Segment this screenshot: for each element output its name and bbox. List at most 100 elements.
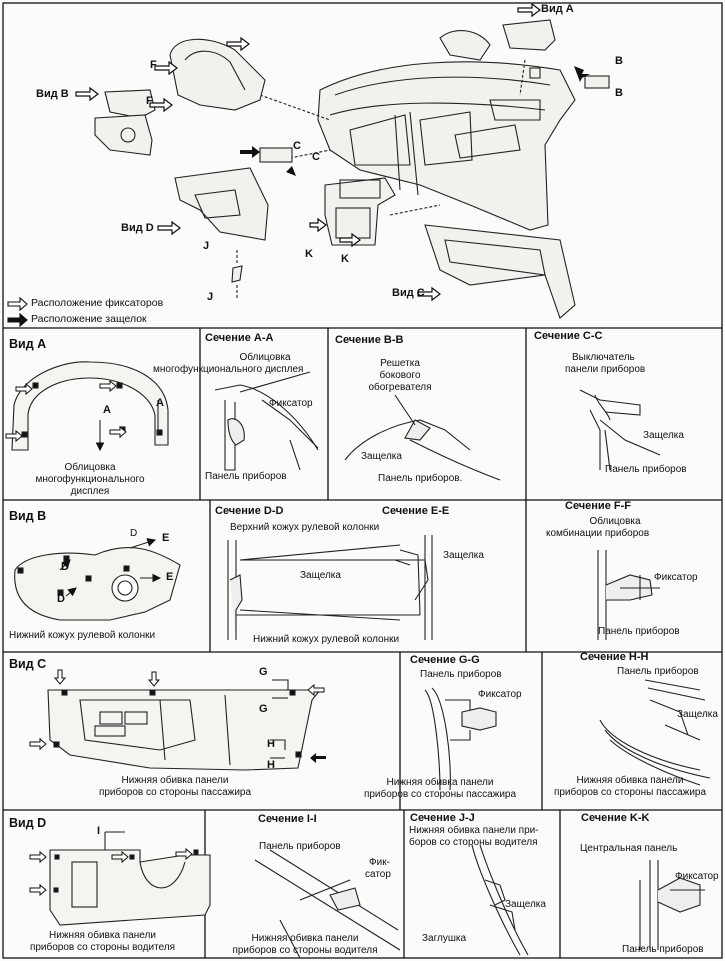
section-gg-trim-line2: приборов со стороны пассажира [363,789,517,800]
section-d-marker: D [57,593,65,605]
section-cc-drawing [579,389,661,471]
section-d-marker: D [61,561,69,573]
latch-arrows-black [240,66,590,176]
view-a-label-line1: Облицовка [64,462,116,473]
section-jj-latch-label: Защелка [505,899,546,910]
view-d-arrows [29,847,193,897]
section-dd-ee-drawing [227,535,433,640]
section-a-marker: A [103,404,111,416]
section-aa-clip-label: Фиксатор [269,398,313,409]
section-h-marker: H [267,759,275,771]
section-b-marker: B [615,87,623,99]
section-jj-plug-label: Заглушка [422,933,467,944]
legend-clips: Расположение фиксаторов [31,297,164,309]
section-dd-upper-label: Верхний кожух рулевой колонки [230,522,380,533]
section-jj-trim-line2: боров со стороны водителя [409,837,538,848]
section-a-marker: A [156,397,164,409]
section-hh-latch-label: Защелка [677,709,718,720]
section-hh-title: Сечение H-H [580,651,649,663]
view-a-title: Вид A [9,337,47,351]
section-k-marker: K [341,253,349,265]
section-bb-grille-line1: Решетка [380,358,420,369]
section-ff-drawing [597,550,660,640]
section-e-marker: E [166,571,174,583]
section-hh-trim-line2: приборов со стороны пассажира [553,787,707,798]
dashboard-exploded-drawing [94,19,610,319]
view-a-callout: Вид A [541,3,574,15]
section-k-marker: K [305,248,313,260]
view-b-title: Вид B [9,509,47,523]
view-arrows [75,2,541,302]
section-dd-lower-label: Нижний кожух рулевой колонки [253,634,400,645]
legend-symbols [7,296,28,328]
section-bb-grille-line3: обогревателя [368,382,432,393]
section-ii-drawing [254,849,401,959]
section-ii-panel-label: Панель приборов [259,841,341,852]
section-kk-center-label: Центральная панель [580,843,678,854]
view-d-trim-line1: Нижняя обивка панели [49,930,156,941]
section-gg-title: Сечение G-G [410,654,480,666]
section-ff-trim-line1: Облицовка [589,516,641,527]
section-j-marker: J [207,291,214,303]
view-a-label-line2: многофункционального [35,474,145,485]
view-d-drawing [49,831,211,926]
section-cc-latch-label: Защелка [643,430,684,441]
section-g-marker: G [259,666,268,678]
section-gg-clip-label: Фиксатор [478,689,522,700]
section-cc-panel-label: Панель приборов [605,464,687,475]
view-b-callout: Вид B [36,88,69,100]
view-b-drawing [14,538,181,621]
section-jj-trim-line1: Нижняя обивка панели при- [409,825,539,836]
section-h-marker: H [267,738,275,750]
section-d-marker: D [130,528,138,539]
section-ii-clip-line1: Фик- [369,857,390,868]
view-c-drawing [47,679,322,771]
section-ee-latch-label: Защелка [443,550,484,561]
section-aa-trim-line2: многофункционального дисплея [153,364,304,375]
section-aa-title: Сечение A-A [205,332,274,344]
legend-latches: Расположение защелок [31,313,147,325]
view-c-callout: Вид C [392,287,425,299]
view-a-drawing [11,361,169,452]
section-bb-title: Сечение B-B [335,334,404,346]
section-aa-drawing [214,371,319,471]
section-bb-panel-label: Панель приборов. [378,473,463,484]
view-c-trim-line1: Нижняя обивка панели [121,775,229,786]
section-bb-latch-label: Защелка [361,451,402,462]
section-c-marker: C [312,151,320,163]
section-aa-trim-line1: Облицовка [239,352,291,363]
section-ii-clip-line2: сатор [365,869,391,880]
view-a-arrows [5,379,127,443]
section-cc-title: Сечение C-C [534,330,603,342]
section-gg-trim-line1: Нижняя обивка панели [386,777,494,788]
section-hh-panel-label: Панель приборов [617,666,699,677]
view-a-label-line3: дисплея [70,486,110,497]
section-ff-panel-label: Панель приборов [598,626,680,637]
section-aa-panel-label: Панель приборов [205,471,287,482]
section-kk-panel-label: Панель приборов [622,944,704,955]
section-gg-panel-label: Панель приборов [420,669,502,680]
section-dd-title: Сечение D-D [215,505,284,517]
section-f-marker: F [150,59,157,71]
view-c-trim-line2: приборов со стороны пассажира [98,787,252,798]
section-i-marker: I [97,825,101,837]
section-kk-clip-label: Фиксатор [675,871,719,882]
view-c-arrows [29,669,325,751]
section-kk-drawing [639,860,705,950]
section-cc-switch-line2: панели приборов [565,364,646,375]
section-ii-title: Сечение I-I [258,813,317,825]
section-hh-trim-line1: Нижняя обивка панели [576,775,684,786]
section-dd-latch-label: Защелка [300,570,341,581]
view-d-callout: Вид D [121,222,154,234]
view-c-latch-arrow [310,753,326,763]
section-ff-clip-label: Фиксатор [654,572,698,583]
section-g-marker: G [259,703,268,715]
section-f-marker: F [146,95,153,107]
view-b-shroud-label: Нижний кожух рулевой колонки [9,630,156,641]
section-ff-trim-line2: комбинации приборов [546,528,650,539]
section-bb-drawing [344,394,501,481]
view-c-title: Вид C [9,657,47,671]
section-jj-drawing [471,844,529,956]
